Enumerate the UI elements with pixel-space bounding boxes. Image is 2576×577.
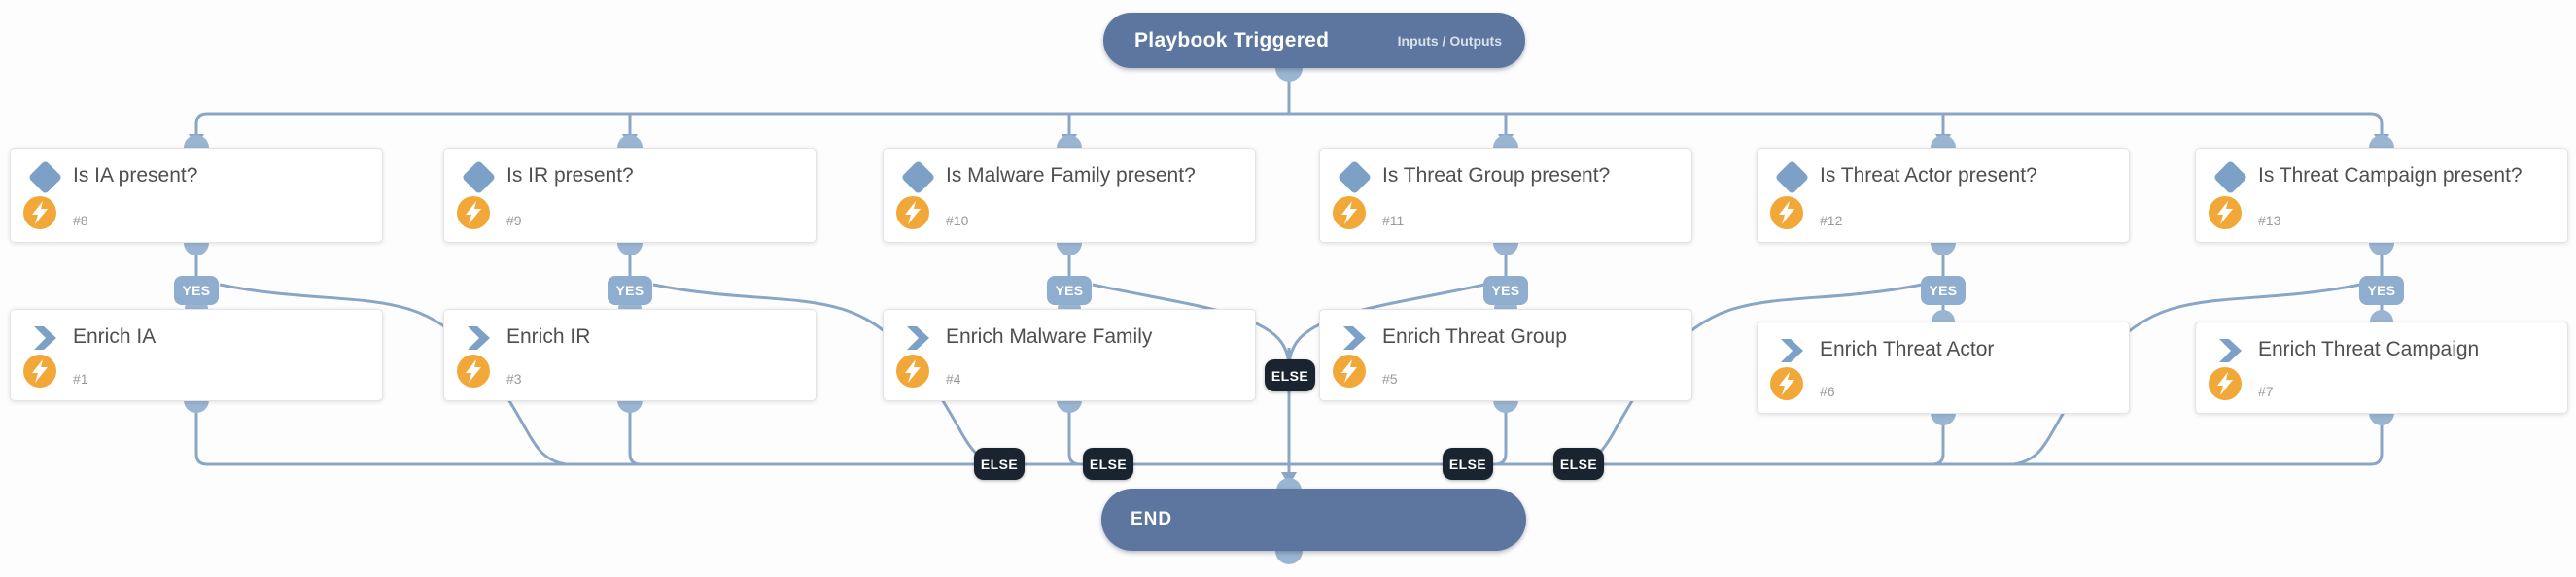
decision-diamond-icon [1774,159,1810,195]
automation-bolt-icon[interactable] [457,196,490,234]
playbook-trigger-node[interactable]: Playbook Triggered Inputs / Outputs [1103,13,1525,68]
condition-title: Is Threat Group present? [1382,164,1611,187]
automation-bolt-icon[interactable] [23,355,56,392]
automation-bolt-icon[interactable] [1333,355,1366,392]
else-branch-badge-1: ELSE [974,448,1025,480]
action-node-5[interactable]: Enrich Threat Actor #6 [1757,322,2130,414]
condition-node-5[interactable]: Is Threat Actor present? #12 [1757,148,2130,243]
action-node-3[interactable]: Enrich Malware Family #4 [883,309,1256,401]
node-id: #1 [73,371,88,387]
node-id: #13 [2258,213,2281,228]
decision-diamond-icon [27,159,63,195]
action-chevron-icon [32,325,57,356]
action-chevron-icon [1341,325,1367,356]
decision-diamond-icon [461,159,497,195]
action-node-2[interactable]: Enrich IR #3 [443,309,817,401]
action-title: Enrich Threat Campaign [2258,338,2480,360]
node-id: #5 [1382,371,1398,387]
condition-title: Is IA present? [73,164,198,187]
automation-bolt-icon[interactable] [2209,196,2242,234]
action-title: Enrich Threat Group [1382,325,1567,348]
node-id: #11 [1382,213,1405,228]
node-id: #8 [73,213,88,228]
condition-title: Is Threat Campaign present? [2258,164,2523,187]
action-chevron-icon [2217,338,2243,368]
condition-title: Is Malware Family present? [946,164,1196,187]
condition-node-1[interactable]: Is IA present? #8 [10,148,383,243]
end-label: END [1131,509,1173,529]
trigger-label: Playbook Triggered [1134,28,1330,51]
node-id: #7 [2258,384,2274,399]
action-title: Enrich IR [506,325,591,348]
yes-branch-badge-1: YES [174,276,219,305]
else-branch-badge-4: ELSE [1443,448,1493,480]
action-node-4[interactable]: Enrich Threat Group #5 [1319,309,1692,401]
decision-diamond-icon [2212,159,2248,195]
automation-bolt-icon[interactable] [896,196,929,234]
automation-bolt-icon[interactable] [1770,367,1803,405]
action-chevron-icon [1779,338,1804,368]
node-id: #6 [1820,384,1835,399]
yes-branch-badge-3: YES [1047,276,1092,305]
node-id: #9 [506,213,522,228]
automation-bolt-icon[interactable] [1333,196,1366,234]
else-branch-badge-3: ELSE [1265,359,1315,391]
yes-branch-badge-6: YES [2359,276,2404,305]
yes-branch-badge-5: YES [1921,276,1966,305]
automation-bolt-icon[interactable] [1770,196,1803,234]
action-node-1[interactable]: Enrich IA #1 [10,309,383,401]
condition-node-2[interactable]: Is IR present? #9 [443,148,817,243]
automation-bolt-icon[interactable] [23,196,56,234]
trigger-inputs-outputs-link[interactable]: Inputs / Outputs [1397,32,1502,49]
automation-bolt-icon[interactable] [896,355,929,392]
condition-node-4[interactable]: Is Threat Group present? #11 [1319,148,1692,243]
node-id: #3 [506,371,522,387]
decision-diamond-icon [900,159,936,195]
condition-node-3[interactable]: Is Malware Family present? #10 [883,148,1256,243]
action-title: Enrich Threat Actor [1820,338,1995,360]
end-node[interactable]: END [1101,489,1526,551]
action-title: Enrich Malware Family [946,325,1153,348]
else-branch-badge-5: ELSE [1553,448,1604,480]
condition-title: Is IR present? [506,164,634,187]
action-chevron-icon [905,325,930,356]
yes-branch-badge-2: YES [608,276,652,305]
action-node-6[interactable]: Enrich Threat Campaign #7 [2195,322,2568,414]
yes-branch-badge-4: YES [1483,276,1528,305]
action-chevron-icon [466,325,491,356]
node-id: #10 [946,213,969,228]
action-title: Enrich IA [73,325,157,348]
node-id: #12 [1820,213,1843,228]
node-id: #4 [946,371,961,387]
decision-diamond-icon [1337,159,1373,195]
automation-bolt-icon[interactable] [457,355,490,392]
else-branch-badge-2: ELSE [1083,448,1133,480]
condition-title: Is Threat Actor present? [1820,164,2037,187]
condition-node-6[interactable]: Is Threat Campaign present? #13 [2195,148,2568,243]
automation-bolt-icon[interactable] [2209,367,2242,405]
